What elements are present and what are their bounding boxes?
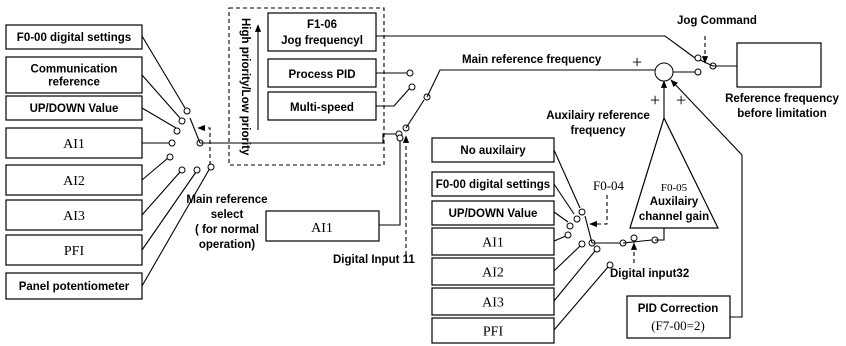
pid-correction-block [626,295,731,339]
aux-source-label-0: No auxilairy [460,145,526,157]
pid-correction-feedback-line [670,79,743,318]
svg-text:operation): operation) [199,239,255,251]
aux-source-box-0 [431,137,555,163]
aux-switch-blade [584,215,593,244]
aux-gain-label-2: channel gain [639,211,709,223]
main-select-dashed-control [197,124,211,165]
ref-before-limit-label-2: before limitation [737,108,826,120]
plus-sign-aux: + [650,90,660,110]
left-source-box-2 [5,95,143,121]
jog-command-label: Jog Command [677,15,757,27]
left-source-label-5: AI3 [63,209,85,224]
f0-05-label: F0-05 [661,182,688,194]
jog-switch-blade [699,59,714,67]
left-source-box-6 [5,234,143,266]
aux-reference-label-1: Auxilairy reference [546,110,650,122]
priority-switch-blade [405,99,425,129]
main-reference-frequency-label: Main reference frequency [462,54,602,66]
left-source-label-3: AI1 [63,137,85,152]
left-source-label-1-0: Communication [31,64,118,76]
ref-before-limit-label-1: Reference frequency [725,93,839,105]
priority-label: High priority/Low priority [239,18,251,156]
aux-source-box-3 [431,227,555,256]
main-select-label: Main reference select ( for normal opera… [186,194,267,251]
svg-text:select: select [211,209,244,221]
jog-code-label: F1-06 [307,19,337,31]
main-to-priority-wire [382,133,396,143]
ai1-center-label: AI1 [311,221,333,236]
aux-reference-label-2: frequency [571,125,627,137]
left-source-label-7: Panel potentiometer [19,281,130,293]
left-source-box-4 [5,164,143,196]
svg-text:Main reference: Main reference [186,194,267,206]
ai1-center-wire [379,140,401,226]
left-source-boxes: F0-00 digital settingsCommunicationrefer… [5,24,143,300]
svg-text:( for normal: ( for normal [195,224,259,236]
jog-frequency-label: Jog frequencyl [281,35,363,47]
digital-input-11-label: Digital Input 11 [333,254,415,266]
aux-source-box-6 [431,317,555,344]
left-source-wires [141,35,211,287]
aux-source-box-1 [431,171,555,197]
jog-signal-line [376,35,696,59]
aux-to-gain-wire [655,228,665,241]
left-source-box-0 [5,24,143,50]
plus-sign-pid: + [676,90,686,110]
aux-source-box-2 [431,200,555,226]
plus-sign-main: + [632,52,642,72]
left-source-label-1-1: reference [48,77,100,89]
reference-frequency-output-block [736,42,822,88]
priority-dashed-frame [228,7,385,166]
aux-source-label-4: AI2 [482,266,504,281]
f0-04-label: F0-04 [593,178,625,193]
left-switch-contacts [166,107,215,174]
jog-frequency-block [267,12,377,52]
multi-speed-label: Multi-speed [290,102,354,114]
left-source-label-0: F0-00 digital settings [17,32,131,44]
left-source-box-1 [5,56,143,94]
aux-enable-switch-blade [622,239,653,244]
summing-junction [654,62,674,82]
aux-source-label-3: AI1 [482,236,504,251]
pid-correction-label: PID Correction [638,303,719,315]
aux-source-label-1: F0-00 digital settings [436,179,550,191]
main-select-switch-blade [189,117,201,144]
left-source-label-2: UP/DOWN Value [30,103,119,115]
left-source-box-7 [5,272,143,300]
main-reference-line [426,69,655,98]
ai1-center-block [265,210,380,242]
left-source-label-6: PFI [64,244,85,259]
aux-source-box-4 [431,257,555,286]
multi-speed-block [267,91,377,121]
aux-source-label-5: AI3 [482,296,504,311]
pid-correction-code: (F7-00=2) [651,318,705,333]
left-source-box-5 [5,199,143,231]
aux-source-label-6: PFI [483,325,504,340]
aux-source-label-2: UP/DOWN Value [449,208,538,220]
multispeed-output-wire [376,87,411,107]
aux-channel-gain-triangle [629,116,719,229]
left-source-label-4: AI2 [63,174,85,189]
f0-04-dashed-control [589,195,608,228]
process-pid-label: Process PID [288,69,355,81]
aux-gain-label-1: Auxilairy [650,196,699,208]
aux-source-wires [553,149,609,331]
aux-source-box-5 [431,287,555,316]
digital-input-32-label: Digital input32 [610,268,689,280]
